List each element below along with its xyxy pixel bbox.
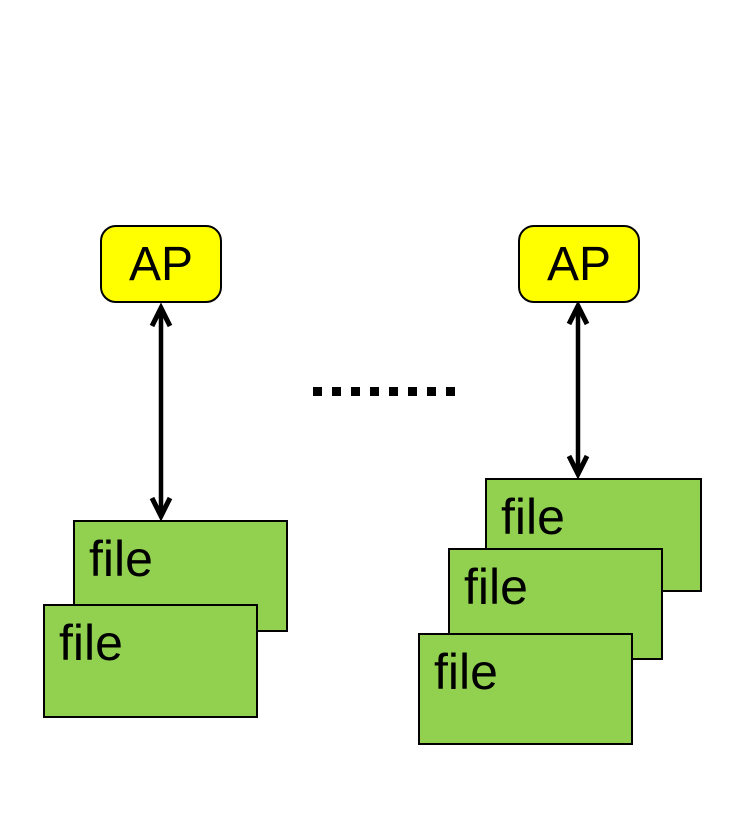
ellipsis-dot [389,387,398,396]
double-arrow-left [149,303,173,521]
ap-node-left: AP [100,225,222,303]
file-label: file [89,531,153,587]
ellipsis-dot [427,387,436,396]
ellipsis-dot [408,387,417,396]
file-label: file [501,489,565,545]
ap-node-right: AP [518,225,640,303]
ellipsis-dot [332,387,341,396]
file-label: file [464,559,528,615]
double-arrow-right [566,301,590,479]
file-card: file [43,604,258,718]
ellipsis-dot [370,387,379,396]
ap-node-left-label: AP [128,237,194,291]
ellipsis-dot [446,387,455,396]
ellipsis-dot [313,387,322,396]
ellipsis-dots [313,387,455,396]
ap-node-right-label: AP [546,237,612,291]
file-label: file [434,644,498,700]
ellipsis-dot [351,387,360,396]
file-card: file [418,633,633,745]
file-label: file [59,615,123,671]
